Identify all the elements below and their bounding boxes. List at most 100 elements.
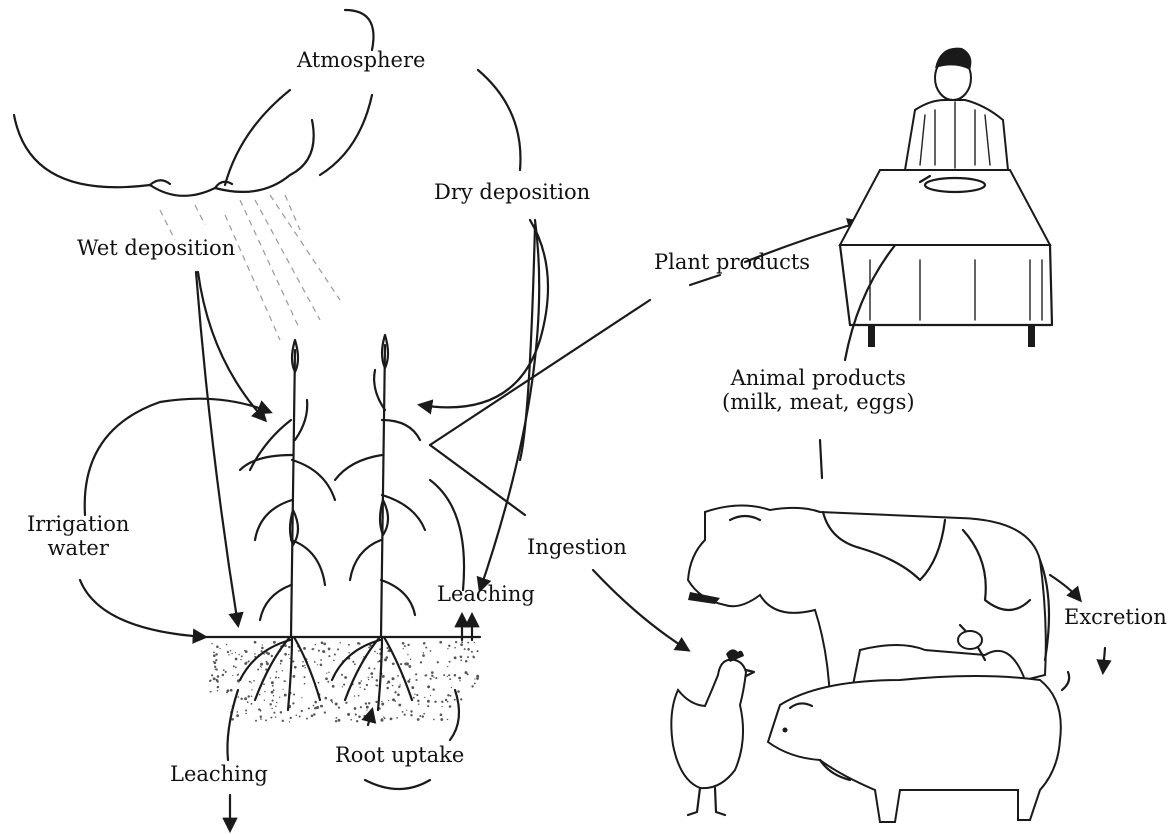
soil-dot: [259, 709, 261, 711]
soil-dot: [283, 689, 284, 690]
soil-dot: [211, 643, 213, 645]
soil-dot: [467, 642, 469, 644]
soil-dot: [440, 713, 443, 716]
soil-dot: [347, 713, 350, 716]
soil-dot: [235, 667, 237, 669]
soil-dot: [423, 652, 425, 654]
soil-dot: [431, 671, 434, 674]
soil-dot: [271, 681, 274, 684]
soil-dot: [370, 672, 373, 675]
soil-dot: [377, 661, 379, 663]
soil-dot: [357, 642, 360, 645]
soil-dot: [386, 683, 388, 685]
soil-dot: [217, 690, 218, 691]
soil-dot: [249, 681, 251, 683]
soil-dot: [223, 669, 225, 671]
soil-dot: [210, 679, 212, 681]
soil-dot: [269, 703, 271, 705]
soil-dot: [315, 644, 316, 645]
soil-dot: [236, 714, 239, 717]
soil-dot: [320, 664, 323, 667]
soil-dot: [210, 691, 211, 692]
soil-dot: [240, 698, 242, 700]
soil-dot: [248, 660, 250, 662]
animal-products-arrow: [845, 228, 910, 360]
soil-dot: [245, 662, 247, 664]
soil-dot: [215, 659, 217, 661]
soil-dot: [354, 663, 356, 665]
irrigation-line1: Irrigation: [27, 512, 129, 536]
soil-dot: [464, 648, 466, 650]
soil-dot: [434, 701, 436, 703]
soil-dot: [381, 703, 384, 706]
soil-dot: [413, 697, 415, 699]
soil-dot: [325, 697, 328, 700]
soil-dot: [263, 683, 265, 685]
soil-dot: [460, 656, 463, 659]
soil-dot: [276, 702, 277, 703]
soil-dot: [294, 666, 297, 669]
soil-dot: [240, 659, 241, 660]
soil-dot: [312, 648, 314, 650]
soil-dot: [467, 648, 470, 651]
soil-dot: [333, 660, 335, 662]
soil-dot: [244, 650, 246, 652]
soil-dot: [283, 680, 285, 682]
soil-dot: [245, 713, 247, 715]
soil-dot: [330, 699, 332, 701]
soil-dot: [247, 701, 249, 703]
soil-dot: [251, 703, 253, 705]
soil-dot: [244, 697, 247, 700]
soil-dot: [360, 706, 362, 708]
soil-dot: [288, 654, 289, 655]
leaching-upper-arrows: [430, 480, 472, 640]
soil-dot: [227, 651, 229, 653]
leaching-lower-label: Leaching: [170, 762, 268, 786]
soil-dot: [217, 686, 219, 688]
soil-dot: [301, 710, 303, 712]
soil-dot: [317, 664, 318, 665]
soil-dot: [447, 694, 449, 696]
soil-dot: [232, 675, 233, 676]
soil-dot: [455, 641, 457, 643]
soil-dot: [253, 680, 255, 682]
soil-dot: [251, 682, 252, 683]
soil-dot: [454, 699, 456, 701]
soil-dot: [416, 694, 418, 696]
soil-dot: [245, 709, 247, 711]
soil-dot: [403, 648, 404, 649]
soil-dot: [354, 707, 357, 710]
soil-dot: [313, 713, 315, 715]
wet-deposition-arrows: [196, 272, 265, 625]
soil-dot: [260, 663, 263, 666]
soil-dot: [213, 677, 216, 680]
soil-dot: [417, 700, 419, 702]
soil-dot: [437, 661, 439, 663]
soil-dot: [410, 710, 412, 712]
soil-dot: [282, 720, 284, 722]
soil-dot: [422, 715, 424, 717]
soil-dot: [377, 653, 378, 654]
soil-dot: [238, 696, 240, 698]
soil-dot: [425, 646, 427, 648]
soil-dot: [327, 681, 329, 683]
soil-dot: [228, 654, 229, 655]
soil-icon: [205, 637, 480, 723]
soil-dot: [374, 651, 376, 653]
soil-dot: [292, 660, 294, 662]
soil-dot: [430, 650, 432, 652]
soil-dot: [430, 678, 432, 680]
ingestion-label: Ingestion: [527, 535, 627, 559]
soil-dot: [459, 680, 460, 681]
soil-dot: [368, 679, 369, 680]
soil-dot: [439, 641, 442, 644]
soil-dot: [366, 709, 367, 710]
soil-dot: [371, 676, 373, 678]
soil-dot: [432, 688, 434, 690]
soil-dot: [358, 715, 361, 718]
soil-dot: [461, 641, 463, 643]
soil-dot: [383, 716, 384, 717]
soil-dot: [272, 700, 274, 702]
soil-dot: [384, 658, 387, 661]
soil-dot: [447, 676, 448, 677]
